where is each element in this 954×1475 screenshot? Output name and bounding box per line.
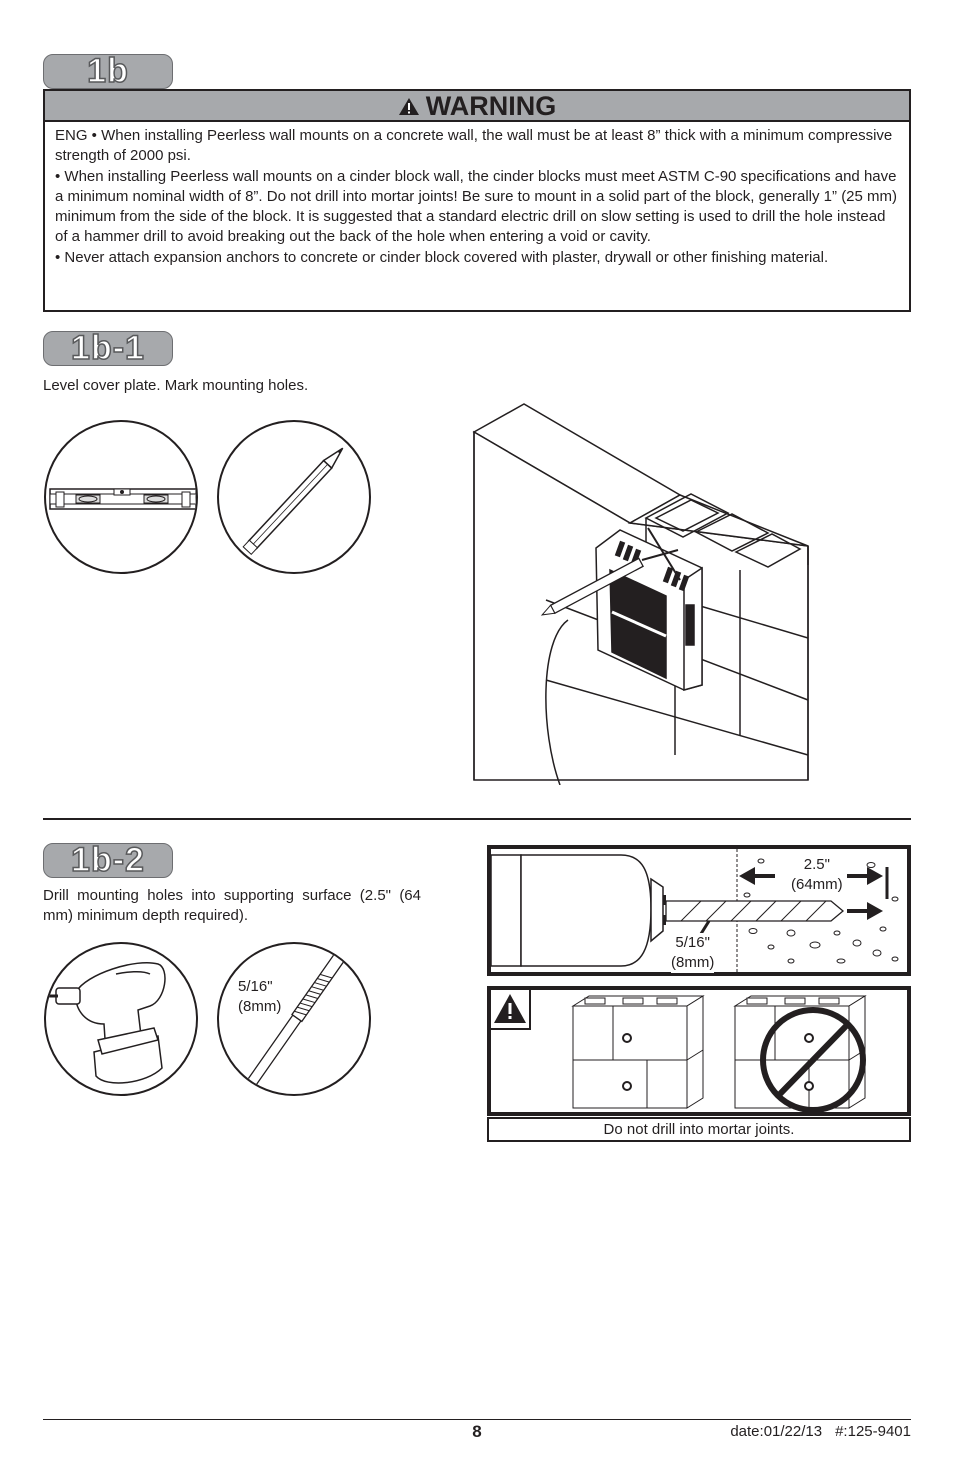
warning-paragraph: ENG • When installing Peerless wall moun… (55, 127, 893, 165)
level-tool-illustration (44, 420, 198, 574)
warning-paragraph: • When installing Peerless wall mounts o… (55, 167, 898, 246)
warning-title: WARNING (425, 91, 557, 121)
section-number: 1b-2 (70, 840, 145, 880)
depth-inches: 2.5" (803, 856, 830, 873)
drill-bit-icon (240, 948, 349, 1094)
section-number: 1b (86, 51, 129, 91)
warning-header: WARNING (43, 89, 911, 122)
block-hole-placement-svg (571, 995, 867, 1112)
drill-depth-diagram: 2.5" (64mm) 5/16" (8mm) (487, 845, 911, 976)
section-label-1b-2: 1b-2 (43, 840, 173, 880)
page-number: 8 (472, 1422, 482, 1441)
footer-meta: date:01/22/13 #:125-9401 (730, 1423, 911, 1440)
section-label-1b: 1b (43, 51, 173, 91)
warning-body: ENG • When installing Peerless wall moun… (43, 121, 911, 312)
caution-triangle-icon (494, 994, 526, 1023)
pencil-icon (242, 447, 344, 556)
footer-doc-number: #:125-9401 (835, 1423, 911, 1440)
depth-mm: (64mm) (791, 876, 843, 893)
bit-size-mm: (8mm) (238, 998, 282, 1015)
drill-bit-illustration: 5/16" (8mm) (217, 942, 371, 1096)
step-1b-1-instruction: Level cover plate. Mark mounting holes. (43, 377, 309, 394)
prohibited-icon (760, 1007, 866, 1112)
section-number: 1b-1 (70, 328, 145, 368)
drill-illustration (44, 942, 198, 1096)
section-divider (43, 818, 911, 820)
footer-date: date:01/22/13 (730, 1423, 823, 1440)
caution-badge (491, 990, 531, 1030)
depth-label: 2.5" (64mm) (791, 855, 843, 895)
wall-mount-marking-illustration (472, 403, 809, 785)
warning-triangle-icon (398, 98, 419, 115)
drill-size-label: 5/16" (8mm) (671, 933, 715, 973)
drill-size-mm: (8mm) (671, 954, 715, 971)
power-drill-icon (48, 962, 166, 1084)
mortar-caution-caption: Do not drill into mortar joints. (487, 1117, 911, 1142)
warning-paragraph: • Never attach expansion anchors to conc… (55, 248, 829, 266)
mortar-joint-caution-diagram (487, 986, 911, 1116)
drill-size-inches: 5/16" (675, 934, 710, 951)
level-icon (49, 488, 196, 510)
step-1b-2-instruction: Drill mounting holes into supporting sur… (43, 887, 421, 924)
pencil-illustration (217, 420, 371, 574)
bit-size-inches: 5/16" (238, 978, 273, 995)
section-label-1b-1: 1b-1 (43, 328, 173, 368)
bit-size-label: 5/16" (8mm) (238, 977, 281, 1017)
footer-rule (43, 1419, 911, 1420)
